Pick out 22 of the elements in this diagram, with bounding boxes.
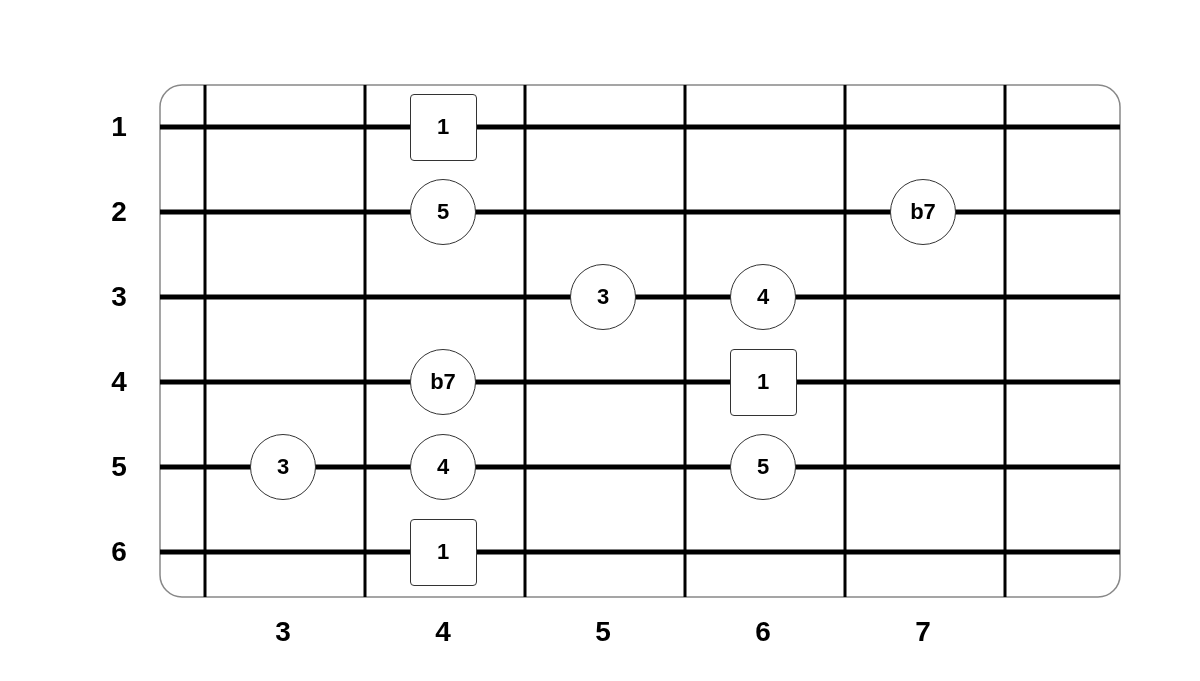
note-marker: b7: [410, 349, 476, 415]
string-number: 5: [111, 451, 127, 483]
note-marker: b7: [890, 179, 956, 245]
fret-number: 5: [595, 616, 611, 648]
note-marker: 5: [730, 434, 796, 500]
string-number: 3: [111, 281, 127, 313]
note-marker: 3: [570, 264, 636, 330]
string-number: 6: [111, 536, 127, 568]
note-marker: 4: [730, 264, 796, 330]
string-number: 4: [111, 366, 127, 398]
fret-number: 4: [435, 616, 451, 648]
root-note-marker: 1: [409, 93, 477, 161]
fret-number: 6: [755, 616, 771, 648]
root-note-marker: 1: [729, 348, 797, 416]
note-marker: 3: [250, 434, 316, 500]
string-number: 2: [111, 196, 127, 228]
root-note-marker: 1: [409, 518, 477, 586]
fret-number: 7: [915, 616, 931, 648]
note-marker: 5: [410, 179, 476, 245]
string-number: 1: [111, 111, 127, 143]
note-marker: 4: [410, 434, 476, 500]
fret-number: 3: [275, 616, 291, 648]
